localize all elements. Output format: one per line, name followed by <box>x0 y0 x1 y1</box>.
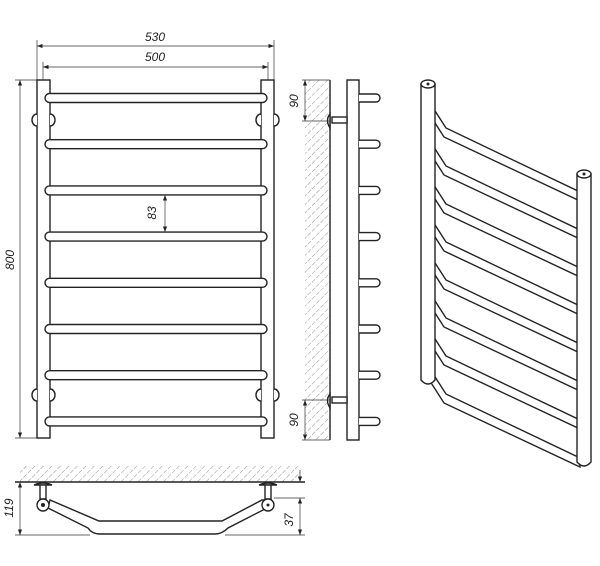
side-post <box>346 79 360 441</box>
dimension-label-37: 37 <box>282 512 296 527</box>
iso-right-post <box>576 173 592 467</box>
iso-crossbars <box>427 97 581 469</box>
wall-section <box>305 80 330 440</box>
side-bar <box>359 278 381 288</box>
dimension-83: 83 <box>145 195 168 232</box>
front-view: 530 500 800 83 <box>3 30 280 439</box>
dimension-530: 530 <box>36 30 275 80</box>
crossbar <box>44 416 268 427</box>
crossbar <box>44 138 268 150</box>
side-bar <box>359 324 381 334</box>
isometric-view <box>420 79 592 469</box>
iso-bar <box>427 97 581 203</box>
crossbar <box>44 92 268 104</box>
crossbar <box>44 185 268 196</box>
side-bar <box>359 93 381 103</box>
plan-view: 119 37 <box>2 466 305 536</box>
dimension-90-top: 90 <box>287 79 330 122</box>
side-bar <box>359 185 381 196</box>
side-bar <box>359 416 381 427</box>
crossbar <box>44 370 268 381</box>
crossbar <box>44 323 268 335</box>
dimension-label-500: 500 <box>145 50 165 64</box>
wall-plan-section <box>20 466 300 482</box>
dimension-label-530: 530 <box>145 30 165 44</box>
right-post <box>260 79 275 439</box>
crossbars <box>44 92 268 427</box>
dimension-label-119: 119 <box>2 498 16 517</box>
side-bar <box>359 370 381 380</box>
dimension-label-83: 83 <box>145 206 159 220</box>
dimension-500: 500 <box>42 50 269 80</box>
side-view: 90 90 <box>287 79 381 441</box>
dimension-800: 800 <box>3 79 37 439</box>
side-bar <box>359 231 381 242</box>
plan-pipe <box>47 499 269 535</box>
crossbar <box>44 277 268 288</box>
crossbar <box>44 231 268 242</box>
dimension-label-90-top: 90 <box>287 94 301 108</box>
left-post <box>36 79 51 439</box>
dimension-119: 119 <box>2 482 90 536</box>
side-bar <box>359 139 381 149</box>
dimension-90-bottom: 90 <box>287 399 330 441</box>
side-bars <box>359 93 381 427</box>
dimension-37: 37 <box>225 470 305 536</box>
iso-left-post <box>420 83 436 385</box>
dimension-label-800: 800 <box>3 250 17 270</box>
mount-brackets <box>31 113 280 402</box>
dimension-label-90-bottom: 90 <box>287 413 301 427</box>
